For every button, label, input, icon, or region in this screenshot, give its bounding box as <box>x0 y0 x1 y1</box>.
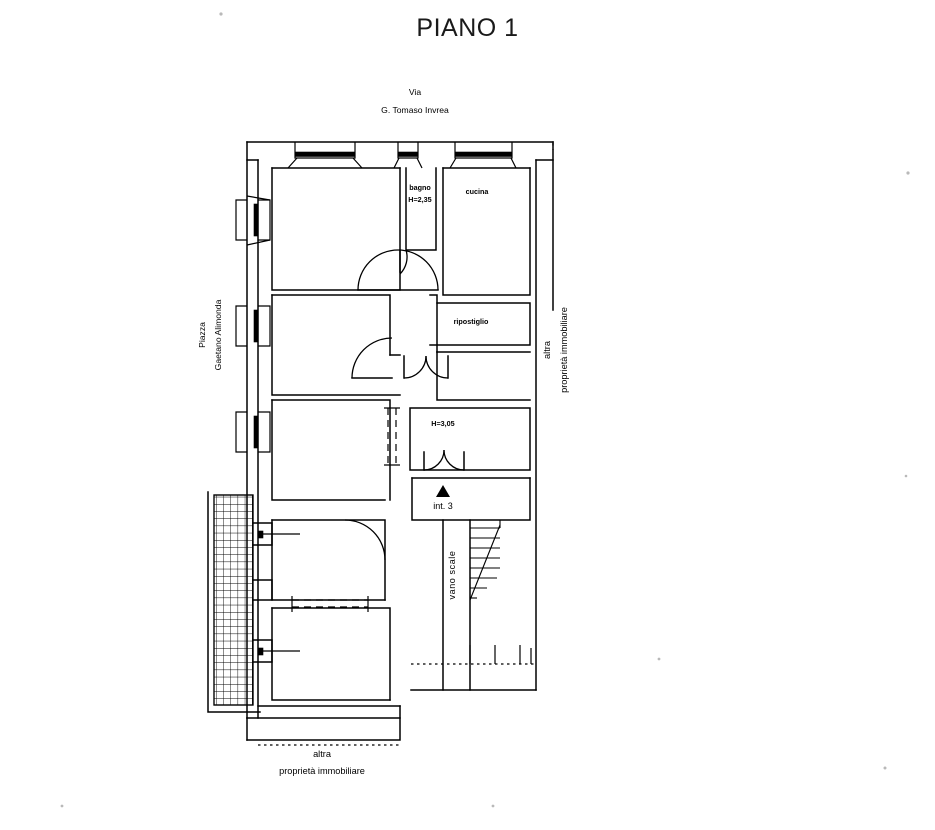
street-left-line1: Piazza <box>197 322 207 348</box>
room-partitions-left <box>271 167 401 701</box>
page-title: PIANO 1 <box>416 14 519 42</box>
street-top-line2: G. Tomaso Invrea <box>381 105 449 115</box>
windows-top-wall <box>287 142 517 169</box>
neighbor-label-bottom: altra proprietà immobiliare <box>279 749 365 776</box>
unit-number-label: int. 3 <box>433 501 453 511</box>
dashed-openings <box>291 407 400 612</box>
street-label-left: Piazza Gaetano Alimonda <box>197 299 223 370</box>
neighbor-label-right: altra proprietà immobiliare <box>542 307 569 393</box>
stairwell-label: vano scale <box>447 550 457 599</box>
neighbor-bottom-line1: altra <box>313 749 332 759</box>
neighbor-bottom-line2: proprietà immobiliare <box>279 766 365 776</box>
neighbor-right-line1: altra <box>542 340 552 359</box>
door-swings <box>344 249 465 561</box>
balcony-doors <box>252 522 300 663</box>
windows-left-wall <box>235 195 271 453</box>
street-left-line2: Gaetano Alimonda <box>213 299 223 370</box>
room-height-bagno: H=2,35 <box>408 195 431 204</box>
room-label-bagno: bagno <box>409 183 431 192</box>
street-label-top: Via G. Tomaso Invrea <box>381 87 449 115</box>
room-height-corridoio: H=3,05 <box>431 419 454 428</box>
balcony-hatched <box>207 491 261 713</box>
rooms-upper-right <box>405 167 531 521</box>
unit-entrance-marker: int. 3 <box>433 485 453 511</box>
room-label-cucina: cucina <box>466 187 490 196</box>
room-labels: bagno H=2,35 cucina ripostiglio H=3,05 <box>408 183 489 428</box>
room-label-ripostiglio: ripostiglio <box>454 317 489 326</box>
neighbor-right-line2: proprietà immobiliare <box>559 307 569 393</box>
property-boundary-dotted <box>258 143 554 746</box>
scan-artifacts <box>60 12 910 808</box>
street-top-line1: Via <box>409 87 421 97</box>
